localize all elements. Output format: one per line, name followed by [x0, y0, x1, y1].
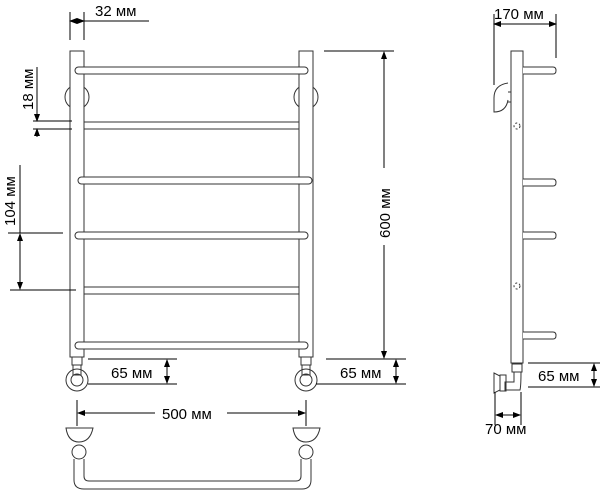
- plan-view: [65, 427, 321, 490]
- dim-label-connection-left: 65 мм: [111, 365, 152, 382]
- right-stile: [298, 50, 314, 358]
- rail-1: [74, 66, 309, 75]
- dim-label-rail-spacing: 104 мм: [2, 176, 19, 226]
- dim-label-fitting-offset: 70 мм: [485, 421, 526, 438]
- dim-label-rail-gap: 18 мм: [20, 69, 37, 110]
- dim-label-height: 600 мм: [377, 188, 394, 238]
- dim-label-center-distance: 500 мм: [162, 406, 212, 423]
- side-view: [493, 50, 557, 394]
- rail-2: [77, 176, 313, 185]
- dimensions: [8, 12, 600, 426]
- dim-label-connection-right: 65 мм: [340, 365, 381, 382]
- flat-panels: [84, 121, 299, 295]
- side-rails: [523, 66, 557, 340]
- front-view: [64, 50, 321, 490]
- fitting-left: [65, 356, 89, 392]
- dim-label-depth: 170 мм: [494, 6, 544, 23]
- fitting-right: [294, 356, 318, 392]
- side-wall-mount: [493, 82, 509, 113]
- dim-label-connection-side: 65 мм: [538, 368, 579, 385]
- side-hole-bottom: [513, 282, 521, 290]
- rail-3: [74, 231, 309, 240]
- rail-4: [74, 341, 309, 350]
- dim-label-tube-width: 32 мм: [95, 3, 136, 20]
- side-stile: [510, 50, 524, 364]
- side-fitting: [493, 363, 523, 394]
- side-hole-top: [513, 122, 521, 130]
- left-stile: [69, 50, 85, 358]
